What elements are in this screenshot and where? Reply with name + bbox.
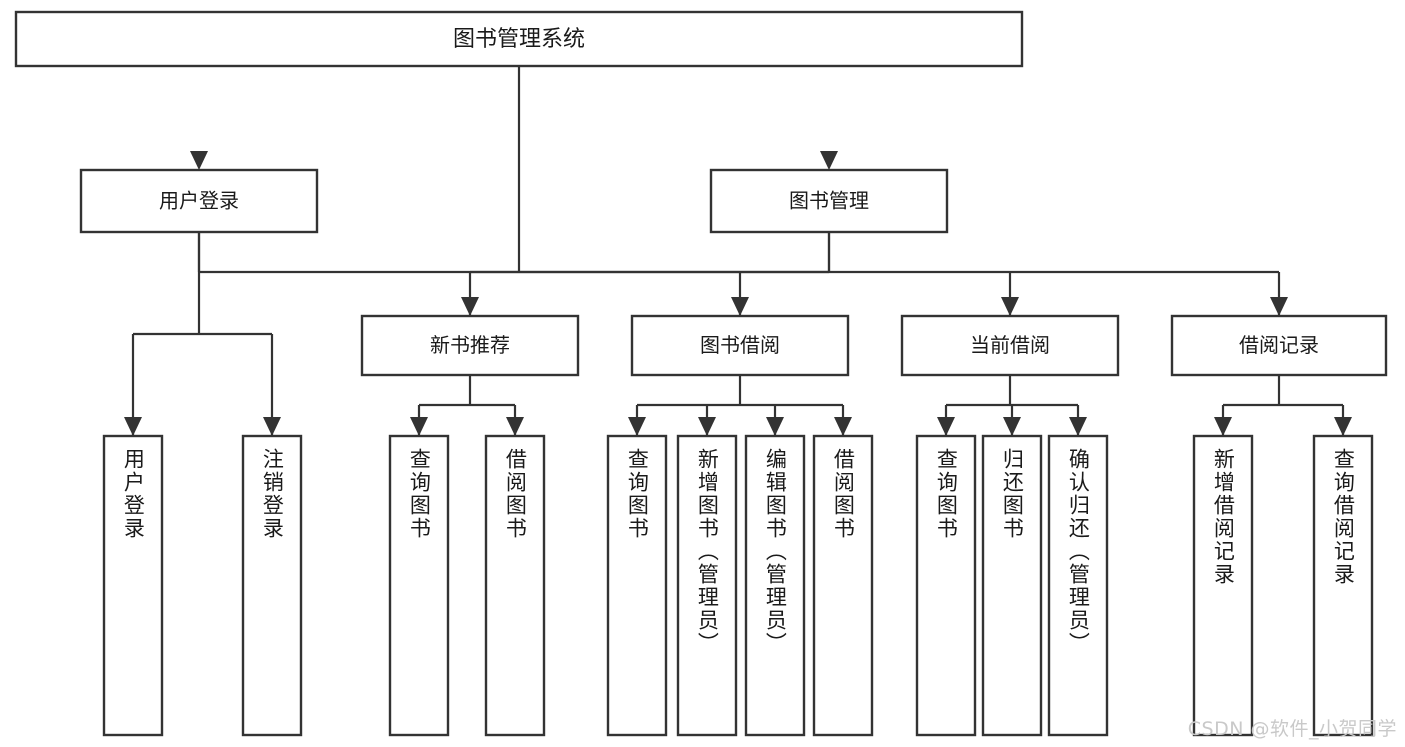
arrow-head-current-borrow xyxy=(1001,297,1019,316)
arrow-head-user-login xyxy=(190,151,208,170)
arrow-head-borrow-record xyxy=(1270,297,1288,316)
node-box-root[interactable] xyxy=(14,10,1024,68)
arrow-head-leaf-query-borrow-record xyxy=(1334,417,1352,436)
node-box-leaf-add-book-admin[interactable] xyxy=(676,434,738,737)
node-box-new-book-recommend[interactable] xyxy=(360,314,580,377)
arrow-head-book-management xyxy=(820,151,838,170)
node-label-user-login: 用户登录 xyxy=(159,189,239,213)
arrow-head-leaf-query-book-current xyxy=(937,417,955,436)
node-box-leaf-return-book[interactable] xyxy=(981,434,1043,737)
node-label-current-borrow: 当前借阅 xyxy=(970,333,1050,357)
node-box-leaf-query-borrow-record[interactable] xyxy=(1312,434,1374,737)
node-label-new-book-recommend: 新书推荐 xyxy=(430,333,510,357)
arrow-head-leaf-borrow-book-recommend xyxy=(506,417,524,436)
node-box-leaf-borrow-book[interactable] xyxy=(812,434,874,737)
node-box-user-login[interactable] xyxy=(79,168,319,234)
node-box-book-borrow[interactable] xyxy=(630,314,850,377)
arrow-head-leaf-query-book-recommend xyxy=(410,417,428,436)
node-label-book-borrow: 图书借阅 xyxy=(700,333,780,357)
node-box-leaf-confirm-return-admin[interactable] xyxy=(1047,434,1109,737)
arrow-head-new-book-recommend xyxy=(461,297,479,316)
node-box-leaf-logout[interactable] xyxy=(241,434,303,737)
boxes-layer xyxy=(14,10,1388,737)
arrow-head-leaf-user-login xyxy=(124,417,142,436)
node-label-book-management: 图书管理 xyxy=(789,189,869,213)
node-label-borrow-record: 借阅记录 xyxy=(1239,333,1319,357)
node-box-leaf-user-login[interactable] xyxy=(102,434,164,737)
arrow-head-book-borrow xyxy=(731,297,749,316)
node-box-leaf-query-book-current[interactable] xyxy=(915,434,977,737)
arrow-head-leaf-edit-book-admin xyxy=(766,417,784,436)
arrow-head-leaf-borrow-book xyxy=(834,417,852,436)
connectors-layer xyxy=(124,66,1352,436)
node-label-root: 图书管理系统 xyxy=(453,27,585,52)
node-box-book-management[interactable] xyxy=(709,168,949,234)
node-box-leaf-borrow-book-recommend[interactable] xyxy=(484,434,546,737)
arrow-head-leaf-return-book xyxy=(1003,417,1021,436)
arrow-head-leaf-confirm-return-admin xyxy=(1069,417,1087,436)
arrow-head-leaf-add-borrow-record xyxy=(1214,417,1232,436)
arrow-head-leaf-logout xyxy=(263,417,281,436)
node-box-leaf-query-book-borrow[interactable] xyxy=(606,434,668,737)
node-box-current-borrow[interactable] xyxy=(900,314,1120,377)
node-box-leaf-add-borrow-record[interactable] xyxy=(1192,434,1254,737)
node-box-leaf-query-book-recommend[interactable] xyxy=(388,434,450,737)
arrow-head-leaf-add-book-admin xyxy=(698,417,716,436)
node-box-leaf-edit-book-admin[interactable] xyxy=(744,434,806,737)
node-box-borrow-record[interactable] xyxy=(1170,314,1388,377)
arrow-head-leaf-query-book-borrow xyxy=(628,417,646,436)
